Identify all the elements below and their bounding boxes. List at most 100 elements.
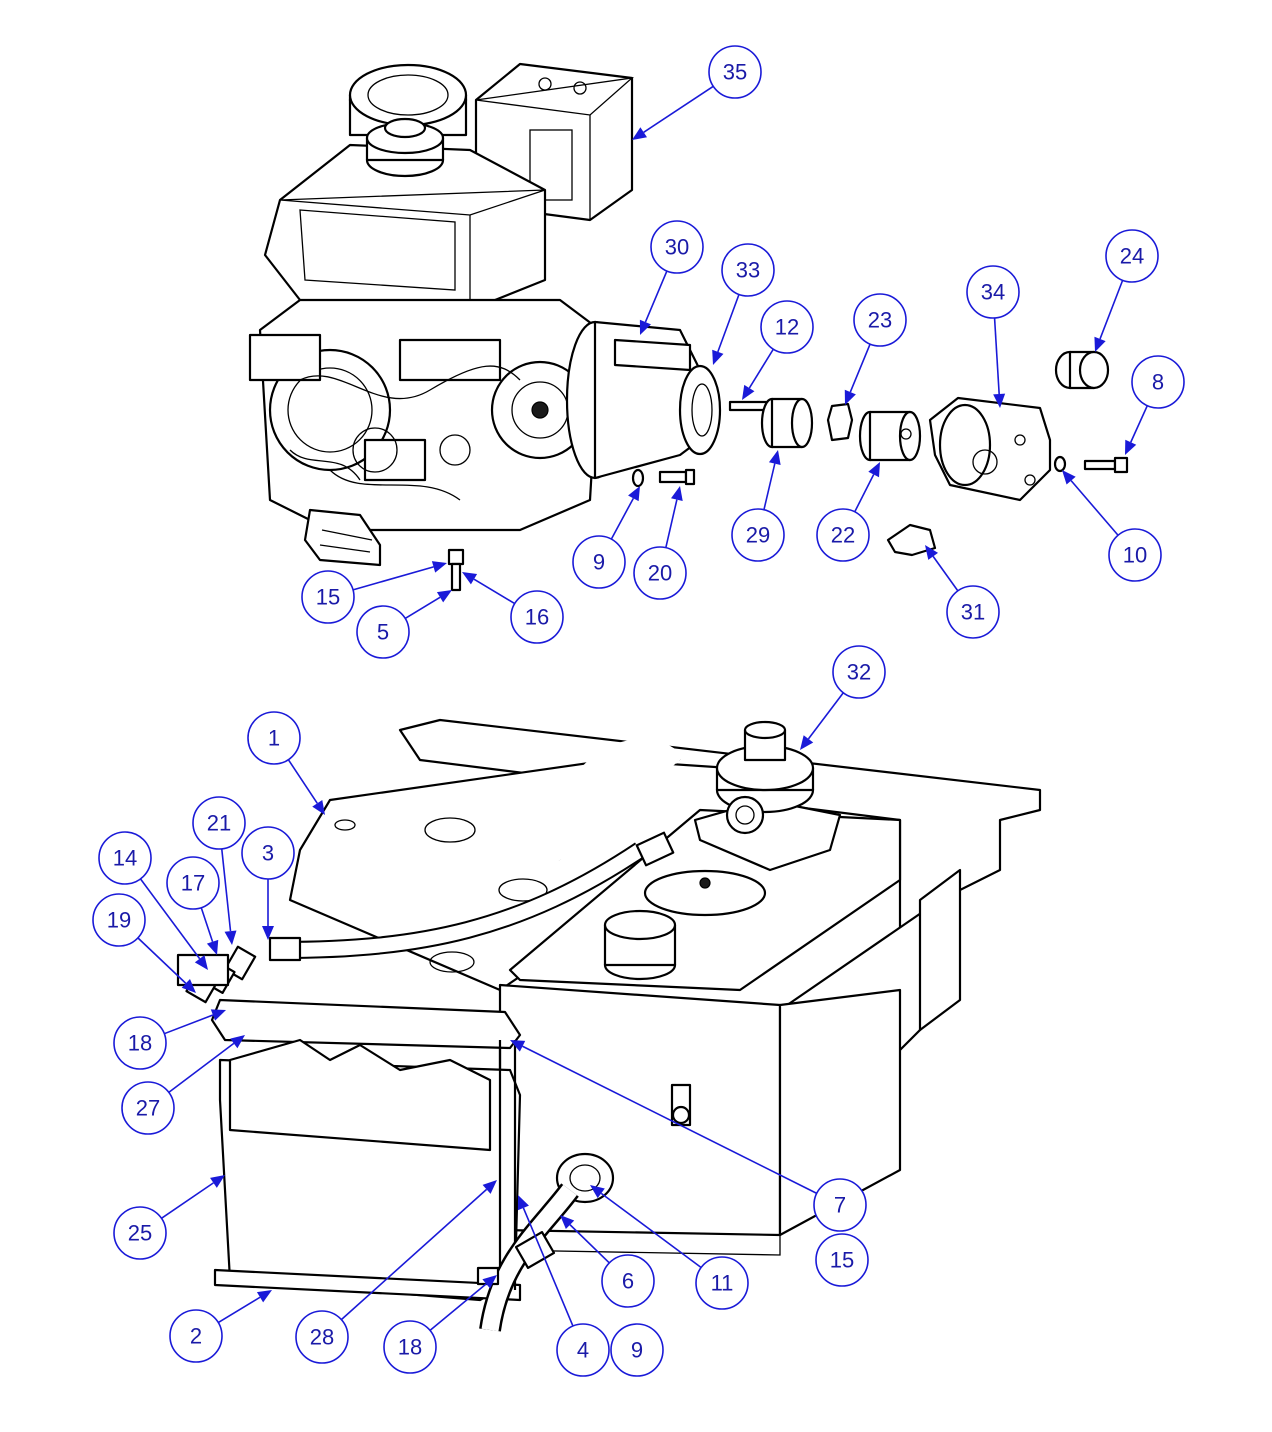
callout-bubble <box>98 831 152 885</box>
callout-bubble <box>1105 229 1159 283</box>
callout-leader-line <box>200 907 214 942</box>
callout-leader-line <box>610 497 635 540</box>
callout-bubble <box>510 590 564 644</box>
callout-label: 7 <box>834 1193 846 1218</box>
callout-arrowhead <box>262 926 274 940</box>
callout-bubble <box>572 535 626 589</box>
callout-arrowhead <box>993 393 1006 408</box>
callout-bubble <box>610 1323 664 1377</box>
callout-label: 17 <box>181 871 205 896</box>
callout-label: 35 <box>723 60 747 85</box>
callout-arrowhead <box>224 930 237 945</box>
callout-bubble <box>946 585 1000 639</box>
callout-bubble <box>708 45 762 99</box>
callout-label: 18 <box>398 1335 422 1360</box>
callout-label: 22 <box>831 523 855 548</box>
callout-arrowhead <box>590 1185 605 1199</box>
callout-leader-line <box>1130 405 1149 443</box>
callout-arrowhead <box>482 1180 497 1194</box>
callout-leader-line <box>932 555 959 592</box>
callout-bubble <box>695 1256 749 1310</box>
callout-label: 11 <box>711 1271 734 1296</box>
callout-label: 18 <box>128 1031 152 1056</box>
callout-label: 1 <box>268 726 280 751</box>
callout-arrowhead <box>312 800 325 815</box>
callout-arrowhead <box>800 735 814 750</box>
callout-arrowhead <box>230 1035 245 1049</box>
callout-bubble <box>853 293 907 347</box>
engine-assembly <box>248 62 1129 592</box>
callout-bubble <box>113 1206 167 1260</box>
callout-arrowhead <box>462 572 478 585</box>
callout-arrowhead <box>210 1009 226 1021</box>
callout-bubble <box>113 1016 167 1070</box>
callout-label: 5 <box>377 620 389 645</box>
callout-bubble <box>166 856 220 910</box>
callout-bubble <box>247 711 301 765</box>
callout-leader-line <box>665 499 678 548</box>
callout-label: 9 <box>593 550 605 575</box>
callout-label: 4 <box>577 1338 589 1363</box>
callout-leader-line <box>352 566 434 591</box>
callout-leader-line <box>287 759 318 804</box>
callout-arrowhead <box>431 561 447 573</box>
callout-leader-line <box>993 317 1000 395</box>
callout-arrowhead <box>560 1215 575 1230</box>
callout-arrowhead <box>844 389 856 405</box>
callout-bubble <box>556 1323 610 1377</box>
callout-label: 10 <box>1123 543 1147 568</box>
callout-arrowhead <box>671 486 683 501</box>
callout-label: 31 <box>961 600 985 625</box>
callout-bubble <box>760 300 814 354</box>
callout-arrowhead <box>639 319 651 335</box>
callout-label: 28 <box>310 1325 334 1350</box>
callout-arrowhead <box>1094 336 1106 352</box>
callout-bubble <box>301 570 355 624</box>
callout-label: 16 <box>525 605 549 630</box>
callout-arrowhead <box>206 939 219 955</box>
callout-label: 20 <box>648 561 672 586</box>
callout-arrowhead <box>210 1175 225 1188</box>
callout-label: 12 <box>775 315 799 340</box>
callout-leader-line <box>163 1014 214 1035</box>
callout-leader-line <box>168 1042 235 1094</box>
callout-arrowhead <box>925 545 939 560</box>
callout-leader-line <box>849 343 871 393</box>
callout-leader-line <box>217 1296 261 1324</box>
callout-leader-line <box>139 878 201 960</box>
callout-bubble <box>633 546 687 600</box>
callout-label: 9 <box>631 1338 643 1363</box>
callout-arrowhead <box>742 384 755 400</box>
callout-leader-line <box>340 1188 488 1321</box>
callout-bubble <box>356 605 410 659</box>
callout-label: 15 <box>830 1248 854 1273</box>
callout-leader-line <box>717 294 740 353</box>
callout-leader-line <box>161 1182 214 1220</box>
callout-label: 3 <box>262 841 274 866</box>
callout-bubble <box>731 508 785 562</box>
callout-bubble <box>832 645 886 699</box>
callout-bubble <box>813 1178 867 1232</box>
callout-leader-line <box>404 596 441 620</box>
callout-bubble <box>721 243 775 297</box>
callout-arrowhead <box>1125 439 1137 455</box>
callout-label: 27 <box>136 1096 160 1121</box>
callout-arrowhead <box>517 1195 529 1211</box>
callout-label: 14 <box>113 846 137 871</box>
callout-label: 33 <box>736 258 760 283</box>
callout-arrowhead <box>181 979 196 993</box>
callout-leader-line <box>1070 480 1119 536</box>
callout-bubble <box>1108 528 1162 582</box>
callout-bubble <box>1131 355 1185 409</box>
callout-arrowhead <box>628 486 640 502</box>
callout-arrowhead <box>768 450 781 466</box>
callout-label: 29 <box>746 523 770 548</box>
callout-bubble <box>650 220 704 274</box>
callout-leader-line <box>137 937 187 984</box>
callout-label: 6 <box>622 1269 634 1294</box>
callout-bubble <box>815 1233 869 1287</box>
callout-bubble <box>295 1310 349 1364</box>
callout-leader-line <box>569 1224 610 1264</box>
callout-label: 19 <box>107 908 131 933</box>
